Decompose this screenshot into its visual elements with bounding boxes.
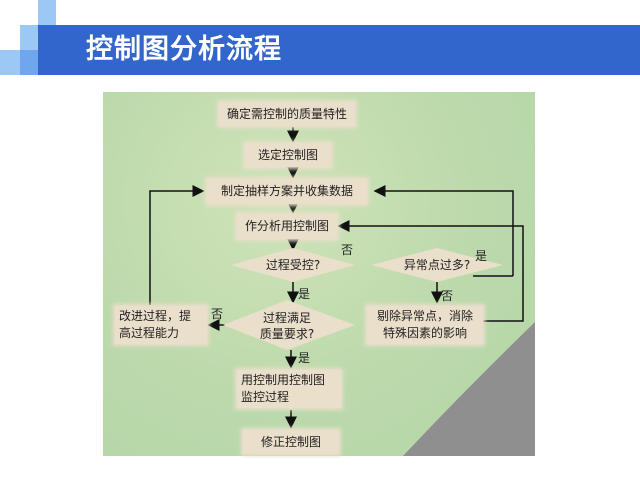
decision-no-label: 否 [211, 307, 224, 321]
box-line: 特殊因素的影响 [382, 326, 467, 340]
step-analysis-chart: 作分析用控制图 [237, 214, 337, 239]
box-line: 剔除异常点，消除 [376, 309, 473, 323]
box-line: 高过程能力 [119, 326, 180, 340]
decision-line: 过程满足 [262, 311, 311, 325]
decision-line: 质量要求? [259, 327, 315, 341]
page-title: 控制图分析流程 [86, 34, 282, 65]
step-determine-characteristic: 确定需控制的质量特性 [219, 102, 355, 126]
flowchart-image: 确定需控制的质量特性 选定控制图 制定抽样方案并收集数据 作分析用控制图 过程受… [103, 92, 535, 456]
box-line: 监控过程 [241, 390, 290, 404]
step-improve-process: 改进过程，提高过程能力 [115, 306, 207, 344]
background-shape [403, 322, 535, 456]
decor-square [0, 50, 20, 75]
decision-no-label: 否 [441, 289, 454, 303]
decision-too-many-outliers: 异常点过多? [403, 258, 471, 272]
step-select-chart: 选定控制图 [245, 143, 331, 167]
step-sampling-plan: 制定抽样方案并收集数据 [207, 179, 367, 204]
decision-yes-label: 是 [298, 287, 311, 301]
decision-diamond [371, 248, 503, 282]
flowchart-connectors [149, 127, 535, 456]
decor-square [20, 25, 38, 50]
decision-yes-label: 是 [298, 351, 311, 365]
decision-process-controlled: 过程受控? [265, 258, 321, 272]
step-revise-chart: 修正控制图 [243, 430, 339, 454]
decor-square [38, 0, 56, 25]
decision-diamond [231, 248, 355, 282]
step-monitor-process: 用控制用控制图监控过程 [237, 370, 341, 408]
title-banner [38, 25, 640, 75]
decision-no-label: 否 [341, 243, 354, 257]
decor-square [20, 50, 38, 75]
decision-yes-label: 是 [475, 249, 488, 263]
box-line: 改进过程，提 [119, 309, 192, 323]
box-line: 用控制用控制图 [241, 373, 326, 387]
decision-quality-requirement: 过程满足质量要求? [237, 310, 337, 342]
decision-diamond [223, 300, 355, 350]
step-remove-outliers: 剔除异常点，消除特殊因素的影响 [367, 306, 483, 344]
